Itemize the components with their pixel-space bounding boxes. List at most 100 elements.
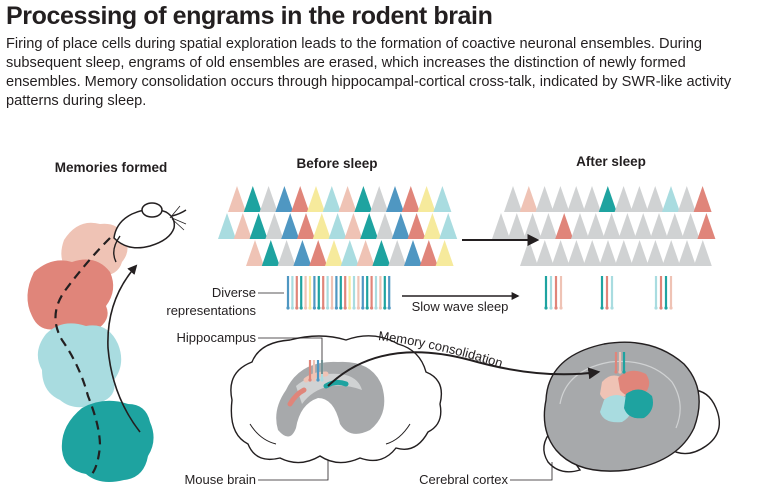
neuron-triangle <box>407 213 426 239</box>
spike-dot <box>559 306 563 310</box>
neuron-triangle <box>630 186 649 212</box>
spike-dot <box>334 306 338 310</box>
neuron-triangle <box>539 213 558 239</box>
spike-dot <box>605 306 609 310</box>
neuron-triangle <box>551 240 570 266</box>
neuron-triangle <box>372 240 391 266</box>
spike-dot <box>600 306 604 310</box>
neuron-triangle <box>277 240 296 266</box>
spike-dot <box>312 306 316 310</box>
neuron-triangle <box>344 213 363 239</box>
spike-dot <box>317 306 321 310</box>
spike-dot <box>669 306 673 310</box>
spike-dot <box>308 378 312 382</box>
cerebral-cortex-label: Cerebral cortex <box>419 472 508 487</box>
spike-dot <box>664 306 668 310</box>
neuron-triangle <box>233 213 252 239</box>
neuron-triangle <box>555 213 574 239</box>
spike-dot <box>374 306 378 310</box>
place-field-map <box>27 202 187 482</box>
spike-dot <box>290 306 294 310</box>
neuron-triangle <box>677 186 696 212</box>
neuron-triangle <box>507 213 526 239</box>
neuron-triangle <box>602 213 621 239</box>
brain-detail-left <box>249 423 277 445</box>
mouse-brain-leader <box>258 460 329 481</box>
neuron-triangle <box>504 186 522 212</box>
cortex-inner-ring <box>559 360 681 429</box>
hippocampus-salmon-ensemble <box>287 387 307 407</box>
spike-dot <box>383 306 387 310</box>
neuron-triangle <box>433 186 452 212</box>
spike-dot <box>299 306 303 310</box>
neuron-triangle <box>243 186 262 212</box>
after-sleep-heading: After sleep <box>576 154 646 169</box>
place-field-salmon <box>27 259 114 333</box>
neuron-triangle <box>354 186 373 212</box>
neuron-triangle <box>218 213 236 239</box>
neuron-triangle <box>598 186 617 212</box>
spike-dot <box>659 306 663 310</box>
neuron-triangle <box>681 213 700 239</box>
neuron-triangle <box>693 240 712 266</box>
spike-dot <box>654 306 658 310</box>
neuron-triangle <box>325 240 343 266</box>
neuron-triangle <box>401 186 420 212</box>
cortex-spikes <box>614 352 626 374</box>
spike-dot <box>304 306 308 310</box>
figure-title: Processing of engrams in the rodent brai… <box>6 2 493 30</box>
neuron-triangle <box>435 240 454 266</box>
spike-dot <box>554 306 558 310</box>
neuron-triangle <box>281 213 300 239</box>
spike-dot <box>339 306 343 310</box>
neuron-triangle <box>328 213 347 239</box>
mouse-icon <box>113 202 187 263</box>
diverse-label: Diverse <box>212 285 256 300</box>
hippocampus-leader <box>258 337 323 374</box>
cortex-blob-lightblue <box>600 395 632 423</box>
neuron-triangle <box>391 213 410 239</box>
neuron-triangle <box>297 213 315 239</box>
memory-consolidation-arrow <box>327 351 601 387</box>
neuron-triangle <box>404 240 422 266</box>
neuron-triangle <box>419 240 438 266</box>
spike-dot <box>618 370 622 374</box>
spike-dot <box>320 378 324 382</box>
spike-dot <box>378 306 382 310</box>
neuron-triangle <box>519 186 538 212</box>
neuron-triangle <box>662 240 681 266</box>
return-arrow <box>107 264 141 433</box>
neuron-triangle <box>312 213 331 239</box>
neuron-triangle <box>322 186 341 212</box>
spike-dot <box>610 306 614 310</box>
spike-dot <box>549 306 553 310</box>
spike-dot <box>387 306 391 310</box>
neuron-triangle <box>265 213 284 239</box>
neuron-triangle <box>492 213 510 239</box>
neuron-triangle <box>246 240 264 266</box>
neuron-triangle <box>599 240 617 266</box>
neuron-triangle <box>535 186 554 212</box>
neuron-triangle <box>571 213 589 239</box>
spike-dot <box>295 306 299 310</box>
brain-detail-right <box>385 423 411 445</box>
neuron-triangle <box>423 213 442 239</box>
mouse-brain-label: Mouse brain <box>184 472 256 487</box>
spike-dot <box>622 370 626 374</box>
neuron-triangle <box>376 213 394 239</box>
before-sleep-heading: Before sleep <box>296 156 377 171</box>
neuron-triangle <box>646 186 665 212</box>
neuron-triangle <box>261 240 280 266</box>
place-field-lightblue <box>37 323 122 408</box>
neuron-triangle <box>228 186 246 212</box>
neuron-triangle <box>523 213 542 239</box>
neuron-triangle <box>520 240 538 266</box>
memories-formed-heading: Memories formed <box>55 160 168 175</box>
slow-wave-sleep-label: Slow wave sleep <box>412 299 509 314</box>
neuron-triangle <box>614 240 633 266</box>
after-sleep-ensembles <box>492 186 716 266</box>
spike-dot <box>356 306 360 310</box>
neuron-triangle <box>370 186 389 212</box>
spike-dot <box>312 378 316 382</box>
